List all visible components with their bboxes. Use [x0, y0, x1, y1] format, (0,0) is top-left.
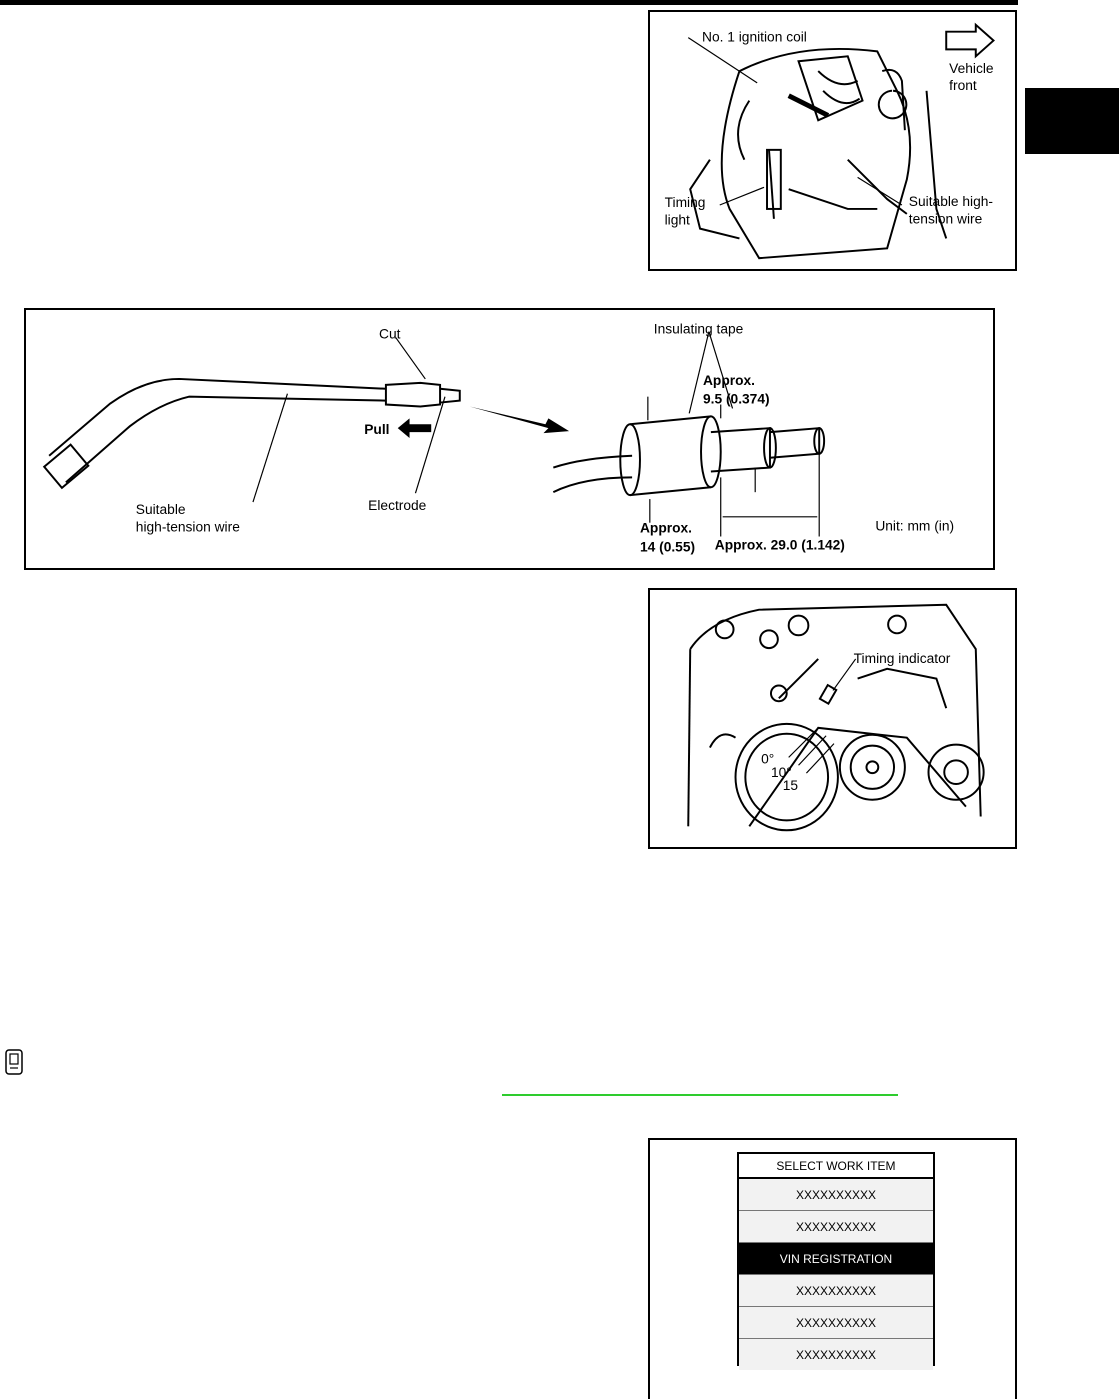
wire-illustration: Cut Insulating tape Pull Electrode Suita… — [42, 322, 954, 554]
pulley-illustration: Timing indicator 0° 10° 15 — [687, 603, 985, 832]
label-approx-a-line2: 9.5 (0.374) — [703, 392, 770, 407]
direction-arrow-icon — [469, 406, 570, 434]
work-item-header: SELECT WORK ITEM — [739, 1154, 933, 1179]
label-timing-light-line2: light — [665, 213, 690, 228]
label-electrode: Electrode — [368, 498, 426, 513]
label-degree-15: 15 — [783, 778, 799, 793]
consult-note-icon — [5, 1049, 23, 1075]
page-top-rule — [0, 0, 1018, 5]
label-approx-b-line1: Approx. — [640, 521, 692, 536]
vehicle-front-arrow-icon — [945, 22, 995, 59]
figure-timing-indicator: Timing indicator 0° 10° 15 — [648, 588, 1017, 849]
label-wire-line2: high-tension wire — [136, 520, 240, 535]
label-pull: Pull — [364, 422, 389, 437]
label-degree-10: 10° — [771, 765, 792, 780]
work-item-list: SELECT WORK ITEM XXXXXXXXXX XXXXXXXXXX V… — [737, 1152, 935, 1370]
engine-illustration: No. 1 ignition coil Vehicle front Timing… — [665, 22, 995, 260]
work-item-row[interactable]: XXXXXXXXXX — [739, 1211, 933, 1243]
label-timing-light-line1: Timing — [665, 195, 706, 210]
section-tab-marker — [1025, 88, 1119, 154]
label-hightension-line2: tension wire — [909, 212, 983, 227]
work-item-row[interactable]: XXXXXXXXXX — [739, 1179, 933, 1211]
label-approx-a-line1: Approx. — [703, 373, 755, 388]
label-approx-b-line2: 14 (0.55) — [640, 539, 695, 554]
label-unit: Unit: mm (in) — [875, 519, 954, 534]
pull-arrow-icon — [397, 418, 432, 439]
label-degree-0: 0° — [761, 751, 774, 766]
work-item-row-vin-registration[interactable]: VIN REGISTRATION — [739, 1243, 933, 1275]
work-item-row[interactable]: XXXXXXXXXX — [739, 1307, 933, 1339]
work-item-row[interactable]: XXXXXXXXXX — [739, 1275, 933, 1307]
label-insulating-tape: Insulating tape — [654, 322, 744, 337]
label-timing-indicator: Timing indicator — [854, 651, 951, 666]
cross-reference-link[interactable] — [502, 1094, 898, 1096]
label-approx-c: Approx. 29.0 (1.142) — [715, 537, 845, 552]
work-item-row[interactable]: XXXXXXXXXX — [739, 1339, 933, 1370]
label-cut: Cut — [379, 327, 401, 342]
label-wire-line1: Suitable — [136, 502, 186, 517]
figure-timing-light-connection: No. 1 ignition coil Vehicle front Timing… — [648, 10, 1017, 271]
label-vehicle-front-line1: Vehicle — [949, 61, 994, 76]
label-ignition-coil: No. 1 ignition coil — [702, 30, 807, 45]
figure-high-tension-wire: Cut Insulating tape Pull Electrode Suita… — [24, 308, 995, 570]
label-vehicle-front-line2: front — [949, 78, 977, 93]
label-hightension-line1: Suitable high- — [909, 194, 993, 209]
